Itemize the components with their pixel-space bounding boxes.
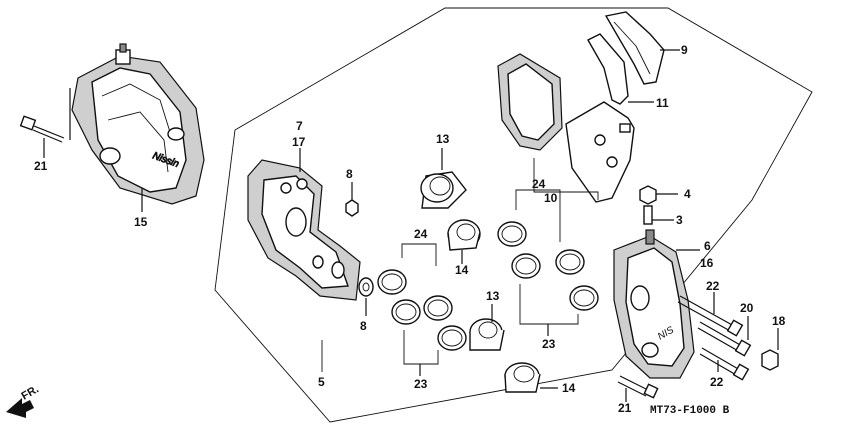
assembled-caliper: Nissin xyxy=(71,43,205,205)
bolt-21-lower xyxy=(617,375,659,399)
callout-10: 10 xyxy=(544,191,558,205)
caliper-body: NIS xyxy=(613,229,695,379)
callout-6: 6 xyxy=(704,239,711,253)
plug-18 xyxy=(761,349,779,371)
callout-3: 3 xyxy=(676,213,683,227)
callout-21-lower: 21 xyxy=(618,401,632,415)
front-direction-label: FR. xyxy=(20,383,41,402)
callout-22-lower: 22 xyxy=(710,375,724,389)
brake-pad-front xyxy=(497,53,563,151)
bolt-21-upper xyxy=(19,115,65,143)
diagram-code: MT73-F1000 B xyxy=(650,405,730,417)
piston-14-lower xyxy=(504,362,541,393)
callout-8-lower: 8 xyxy=(360,319,367,333)
piston-13-lower xyxy=(469,318,505,351)
pad-spring-9 xyxy=(604,11,665,85)
callout-5: 5 xyxy=(318,375,325,389)
callout-14-upper: 14 xyxy=(455,263,469,277)
callout-15: 15 xyxy=(134,215,148,229)
callout-18: 18 xyxy=(772,314,786,328)
seal-set-right xyxy=(497,221,599,311)
callout-24-left: 24 xyxy=(414,227,428,241)
callout-13-upper: 13 xyxy=(436,132,450,146)
bolt-22-upper xyxy=(677,295,744,337)
front-direction-arrow: FR. xyxy=(6,383,41,418)
callout-9: 9 xyxy=(681,43,688,57)
caliper-bracket xyxy=(247,159,361,301)
callout-4: 4 xyxy=(684,187,691,201)
bleeder-cap-4 xyxy=(639,185,678,205)
callout-8-upper: 8 xyxy=(346,167,353,181)
pad-retainer-11 xyxy=(587,33,629,105)
piston-14-upper xyxy=(447,219,481,251)
callout-17: 17 xyxy=(292,135,306,149)
callout-14-lower: 14 xyxy=(562,381,576,395)
callout-20: 20 xyxy=(740,301,754,315)
pin-8-lower xyxy=(358,277,374,316)
caliper-assembly-boundary xyxy=(214,7,813,423)
bleeder-screw-3 xyxy=(643,205,674,225)
callout-22-upper: 22 xyxy=(706,279,720,293)
callout-23-left: 23 xyxy=(414,377,428,391)
callout-23-right: 23 xyxy=(542,337,556,351)
callout-21-upper: 21 xyxy=(34,159,48,173)
seal-set-left xyxy=(377,269,467,351)
brake-pad-rear xyxy=(565,101,635,203)
callout-24-right: 24 xyxy=(532,177,546,191)
callout-11: 11 xyxy=(656,96,669,110)
bolt-20 xyxy=(697,321,752,357)
pin-8-upper xyxy=(345,182,359,217)
piston-13-upper xyxy=(420,171,467,209)
bolt-22-lower xyxy=(699,347,750,381)
callout-13-lower: 13 xyxy=(486,289,500,303)
callout-16: 16 xyxy=(700,256,714,270)
callout-7: 7 xyxy=(296,119,303,133)
